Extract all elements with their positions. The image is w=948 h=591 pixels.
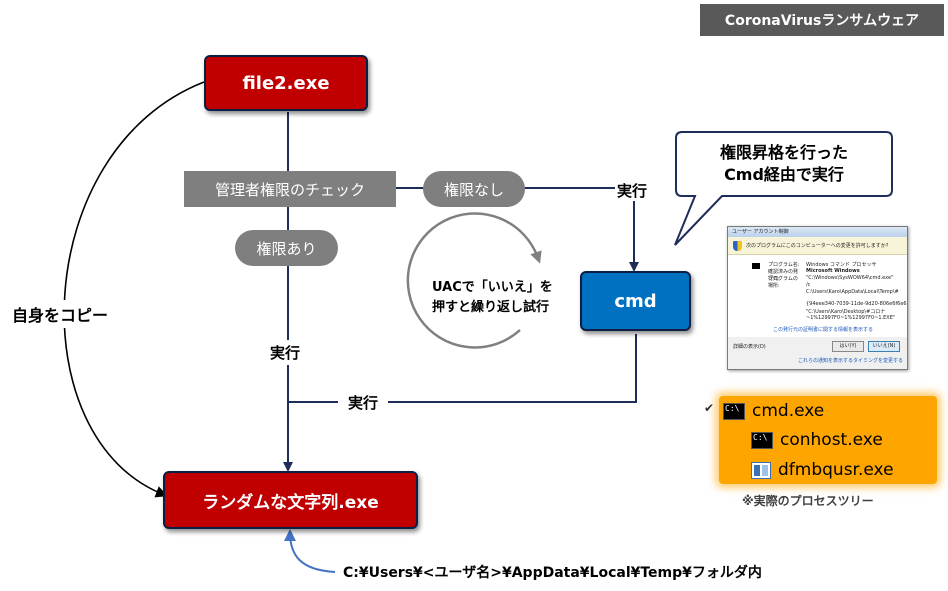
process-row-cmd: C:\ cmd.exe — [723, 401, 824, 421]
shield-icon — [733, 240, 742, 251]
callout-line2: Cmd経由で実行 — [724, 165, 844, 184]
uac-location-4: {94eee340-7039-11de-9d20-806e6f6e6 — [806, 301, 907, 307]
uac-location-3: C:\Users\Karo\AppData\Local\Temp\# — [806, 289, 899, 295]
process-row-conhost: C:\ conhost.exe — [751, 430, 883, 450]
random-exe-node: ランダムな文字列.exe — [163, 471, 418, 529]
uac-footer: 詳細の表示(D) はい(Y) いいえ(N) これらの通知を表示するタイミングを変… — [728, 337, 907, 367]
uac-value-publisher: Microsoft Windows — [806, 268, 860, 274]
temp-path-label: C:¥Users¥<ユーザ名>¥AppData¥Local¥Temp¥フォルダ内 — [343, 565, 762, 581]
exec-label-middle: 実行 — [268, 340, 303, 365]
uac-details[interactable]: 詳細の表示(D) — [733, 344, 766, 350]
process-tree-caption: ※実際のプロセスツリー — [742, 494, 874, 508]
uac-label-publisher: 確認済みの発行元: — [768, 269, 799, 282]
console-icon: C:\ — [751, 431, 773, 449]
cmd-node: cmd — [580, 271, 691, 331]
uac-retry-line1: UACで「いいえ」を — [432, 280, 553, 295]
callout-line1: 権限昇格を行った — [719, 143, 848, 162]
callout-text: 権限昇格を行った Cmd経由で実行 — [680, 142, 888, 186]
process-name: dfmbqusr.exe — [778, 460, 894, 480]
uac-no-button[interactable]: いいえ(N) — [868, 341, 900, 352]
uac-loop-arrow — [406, 212, 542, 349]
uac-label-location: プログラムの場所: — [768, 276, 798, 289]
app-icon — [751, 461, 771, 479]
process-row-dfmbqusr: dfmbqusr.exe — [751, 460, 894, 480]
path-arrow — [284, 529, 336, 573]
no-privilege-label: 権限なし — [423, 171, 525, 207]
uac-location-5: "C:\Users\Karo\Desktop\#コロナ — [806, 309, 886, 315]
process-name: conhost.exe — [780, 430, 883, 450]
console-icon: C:\ — [723, 402, 745, 420]
title-tag: CoronaVirusランサムウェア — [700, 4, 944, 36]
uac-retry-line2: 押すと繰り返し試行 — [432, 300, 550, 315]
exec-label-right: 実行 — [615, 180, 650, 201]
uac-location-1: "C:\Windows\SysWOW64\cmd.exe" — [806, 275, 894, 281]
has-privilege-label: 権限あり — [235, 230, 338, 266]
uac-label-name: プログラム名: — [768, 262, 800, 268]
exec-label-bottom: 実行 — [338, 390, 389, 415]
uac-location-6: ~1%12997F0~1%12997F0~1.EXE" — [806, 315, 896, 321]
admin-check-label: 管理者権限のチェック — [184, 171, 396, 207]
uac-settings-link[interactable]: これらの通知を表示するタイミングを変更する — [798, 358, 904, 364]
copy-self-arrow — [63, 81, 205, 498]
uac-header: 次のプログラムにこのコンピューターへの変更を許可しますか? — [728, 237, 907, 255]
expand-chevron-icon: ✔ — [704, 401, 715, 415]
callout-bubble — [674, 131, 893, 246]
uac-location-2: /c — [806, 282, 811, 288]
cmd-return-line — [288, 334, 637, 403]
uac-dialog: ユーザー アカウント制御 次のプログラムにこのコンピューターへの変更を許可します… — [727, 226, 908, 370]
uac-header-text: 次のプログラムにこのコンピューターへの変更を許可しますか? — [746, 243, 889, 249]
uac-value-name: Windows コマンド プロセッサ — [806, 262, 877, 268]
console-icon — [752, 263, 760, 269]
uac-body: プログラム名: Windows コマンド プロセッサ 確認済みの発行元: Mic… — [728, 255, 907, 337]
file2-node: file2.exe — [204, 55, 368, 111]
uac-window-title: ユーザー アカウント制御 — [728, 227, 907, 237]
process-name: cmd.exe — [752, 401, 825, 421]
copy-self-label: 自身をコピー — [12, 300, 109, 328]
uac-cert-link[interactable]: この発行元の証明書に関する情報を表示する — [773, 327, 874, 333]
uac-yes-button[interactable]: はい(Y) — [832, 341, 864, 352]
